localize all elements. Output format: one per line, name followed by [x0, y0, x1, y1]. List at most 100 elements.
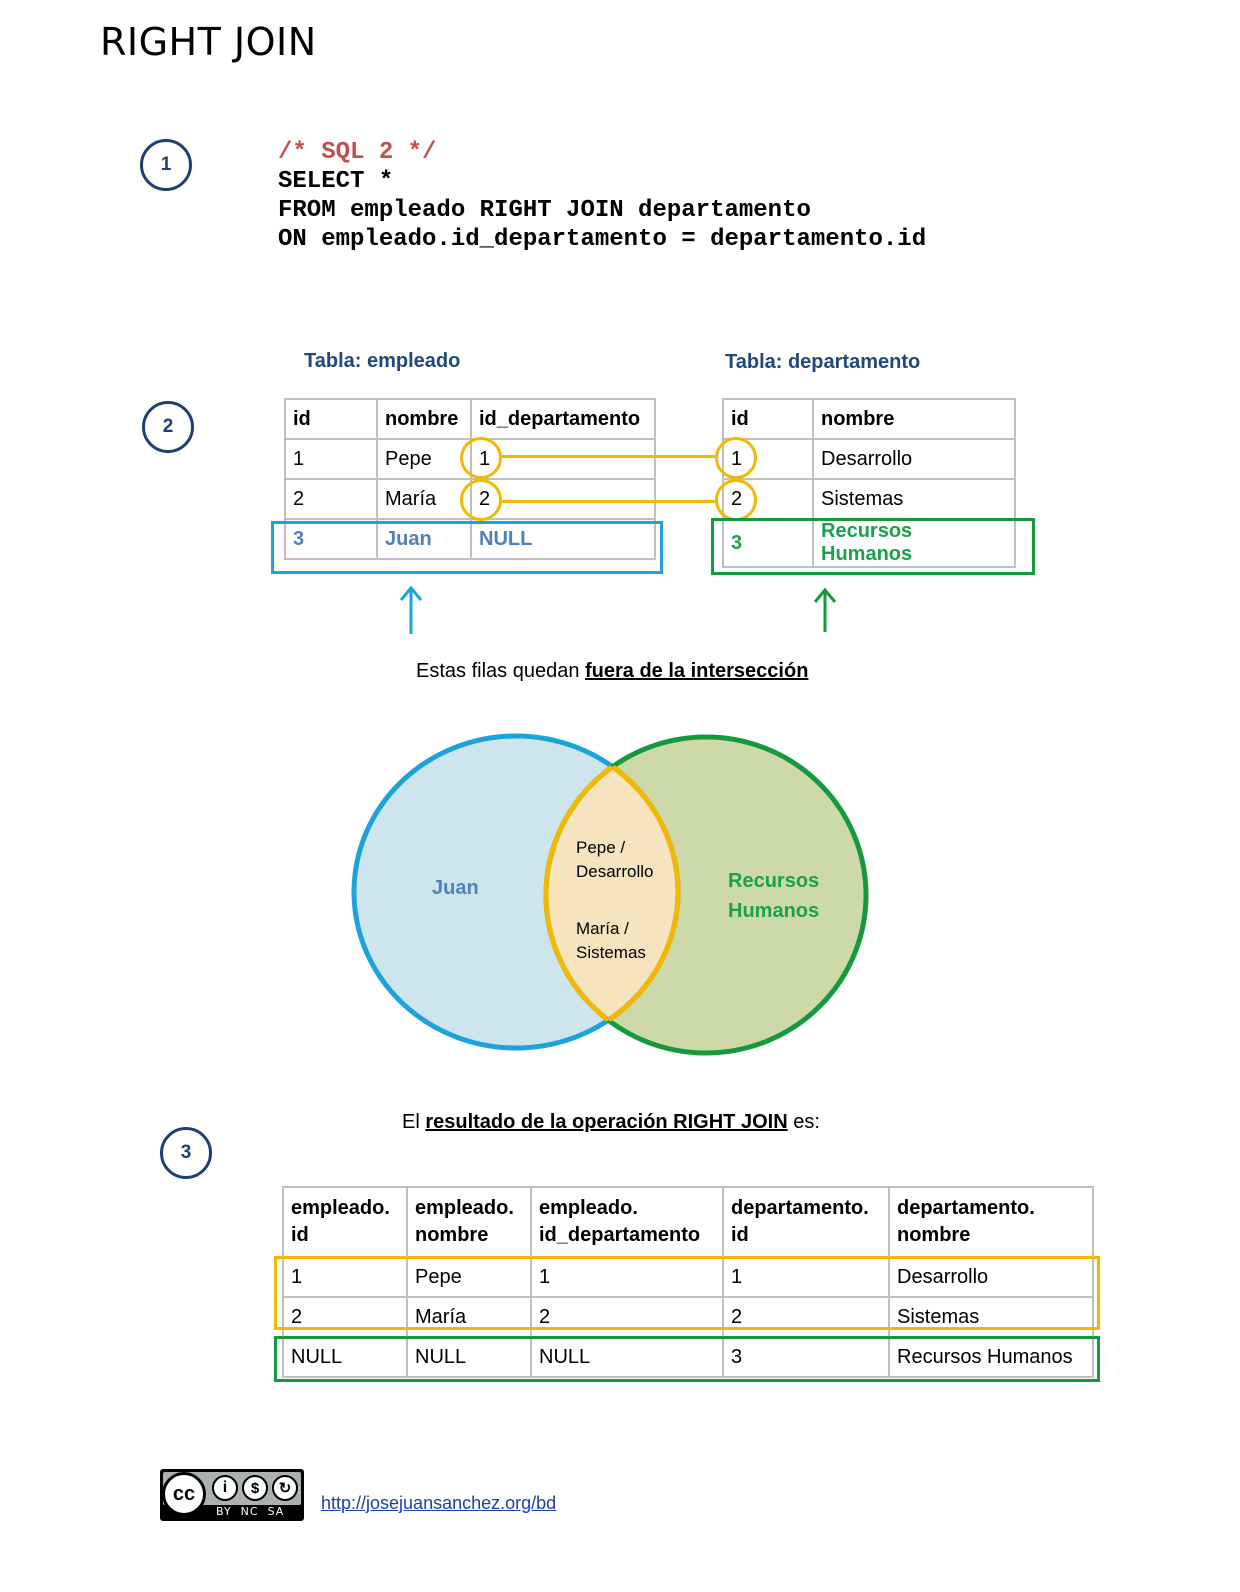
step-3-marker: 3 [160, 1127, 212, 1179]
table-cell: NULL [530, 1336, 724, 1378]
empleado-header-nombre: nombre [376, 398, 472, 440]
matched-rows-highlight [274, 1256, 1100, 1330]
table-cell: 2 [284, 478, 378, 520]
arrow-up-icon [813, 587, 837, 632]
venn-intersection-fill [546, 737, 678, 1048]
venn-intersection-right-edge [543, 736, 678, 1048]
venn-right-label-line: Recursos [728, 870, 820, 892]
unmatched-departamento-highlight [711, 518, 1035, 575]
venn-intersection-line: Sistemas [576, 943, 646, 962]
table-row: 1 Pepe 1 1 Desarrollo [282, 1256, 1094, 1298]
caption-emphasis: resultado de la operación RIGHT JOIN [425, 1111, 788, 1133]
arrow-up-icon [399, 585, 423, 634]
venn-intersection-line: Pepe / [576, 838, 626, 857]
table-cell: 2 [722, 1296, 890, 1338]
join-line-2 [502, 500, 715, 503]
sql-comment: /* SQL 2 */ [278, 139, 437, 166]
result-caption: El resultado de la operación RIGHT JOIN … [402, 1111, 820, 1134]
header-line: empleado. [539, 1197, 638, 1219]
table-cell: 2 [530, 1296, 724, 1338]
table-cell: Pepe [376, 438, 472, 480]
footer-link[interactable]: http://josejuansanchez.org/bd [321, 1493, 557, 1513]
sql-line-from: FROM empleado RIGHT JOIN departamento [278, 197, 811, 224]
table-cell: Sistemas [812, 478, 1016, 520]
cc-badge-text: BY NC SA [216, 1505, 284, 1518]
header-line: nombre [897, 1224, 971, 1246]
sql-line-select: SELECT * [278, 168, 394, 195]
join-ring-departamento-2 [715, 479, 757, 521]
header-line: id [291, 1224, 309, 1246]
empleado-header-id: id [284, 398, 378, 440]
result-header-departamento-nombre: departamento. nombre [888, 1186, 1094, 1258]
unmatched-empleado-highlight [271, 521, 663, 574]
license-by-text: BY [216, 1505, 232, 1518]
sa-sharealike-icon: ↻ [272, 1475, 298, 1501]
table-cell: Recursos Humanos [888, 1336, 1094, 1378]
venn-left-label: Juan [432, 877, 479, 899]
venn-intersection-line: María / [576, 919, 629, 938]
venn-intersection-left-edge [546, 737, 681, 1051]
result-header-departamento-id: departamento. id [722, 1186, 890, 1258]
caption-text: es: [787, 1111, 820, 1133]
table-cell: 3 [284, 518, 378, 560]
venn-intersection-line: Desarrollo [576, 862, 654, 881]
venn-right-label: Recursos Humanos [728, 866, 819, 926]
table-cell: Pepe [406, 1256, 532, 1298]
table-cell: Juan [376, 518, 472, 560]
empleado-header-id-departamento: id_departamento [470, 398, 656, 440]
caption-text: Estas filas quedan [416, 660, 585, 682]
venn-diagram [351, 733, 869, 1056]
venn-intersection-label-1: Pepe / Desarrollo [576, 836, 653, 884]
join-line-1 [502, 455, 715, 458]
departamento-table: id nombre 1 Desarrollo 2 Sistemas 3 Recu… [722, 398, 1016, 568]
departamento-header-id: id [722, 398, 814, 440]
step-1-marker: 1 [140, 139, 192, 191]
departamento-header-nombre: nombre [812, 398, 1016, 440]
header-line: empleado. [291, 1197, 390, 1219]
table-cell: 1 [530, 1256, 724, 1298]
table-row: 3 Juan NULL [284, 518, 656, 560]
step-2-marker: 2 [142, 401, 194, 453]
result-header-empleado-id: empleado. id [282, 1186, 408, 1258]
nc-noncommercial-icon: $ [242, 1475, 268, 1501]
result-table: empleado. id empleado. nombre empleado. id_… [282, 1186, 1094, 1378]
venn-right-label-line: Humanos [728, 900, 820, 922]
join-ring-empleado-1 [460, 437, 502, 479]
table-cell: 1 [284, 438, 378, 480]
unmatched-result-highlight [274, 1336, 1100, 1382]
header-line: departamento. [731, 1197, 869, 1219]
cc-icon: cc [162, 1472, 206, 1516]
header-line: id_departamento [539, 1224, 701, 1246]
page-title: RIGHT JOIN [100, 20, 317, 64]
caption-emphasis: fuera de la intersección [585, 660, 809, 682]
result-header-empleado-id-departamento: empleado. id_departamento [530, 1186, 724, 1258]
table-cell: NULL [470, 518, 656, 560]
outside-intersection-caption: Estas filas quedan fuera de la intersecc… [416, 660, 808, 683]
table-cell: 1 [282, 1256, 408, 1298]
cc-license-badge: cc i $ ↻ BY NC SA [160, 1469, 304, 1521]
header-line: nombre [415, 1224, 489, 1246]
header-line: id [731, 1224, 749, 1246]
sql-code-block: /* SQL 2 */ SELECT * FROM empleado RIGHT… [278, 138, 926, 254]
header-line: departamento. [897, 1197, 1035, 1219]
license-sa-text: SA [267, 1505, 285, 1518]
table-cell: 3 [722, 518, 814, 568]
join-ring-departamento-1 [715, 437, 757, 479]
table-row: 1 Desarrollo [722, 438, 1016, 480]
table-cell: Desarrollo [888, 1256, 1094, 1298]
table-row: 2 Sistemas [722, 478, 1016, 520]
sql-line-on: ON empleado.id_departamento = departamen… [278, 226, 927, 253]
join-ring-empleado-2 [460, 479, 502, 521]
header-line: empleado. [415, 1197, 514, 1219]
table-cell: NULL [282, 1336, 408, 1378]
table-cell: Recursos Humanos [812, 518, 1016, 568]
result-header-empleado-nombre: empleado. nombre [406, 1186, 532, 1258]
table-cell: María [376, 478, 472, 520]
caption-text: El [402, 1111, 426, 1133]
empleado-table-label: Tabla: empleado [304, 350, 461, 372]
table-row: 3 Recursos Humanos [722, 518, 1016, 568]
by-attribution-icon: i [212, 1475, 238, 1501]
departamento-table-label: Tabla: departamento [725, 351, 921, 373]
venn-intersection-label-2: María / Sistemas [576, 917, 646, 965]
table-row: 2 María 2 2 Sistemas [282, 1296, 1094, 1338]
